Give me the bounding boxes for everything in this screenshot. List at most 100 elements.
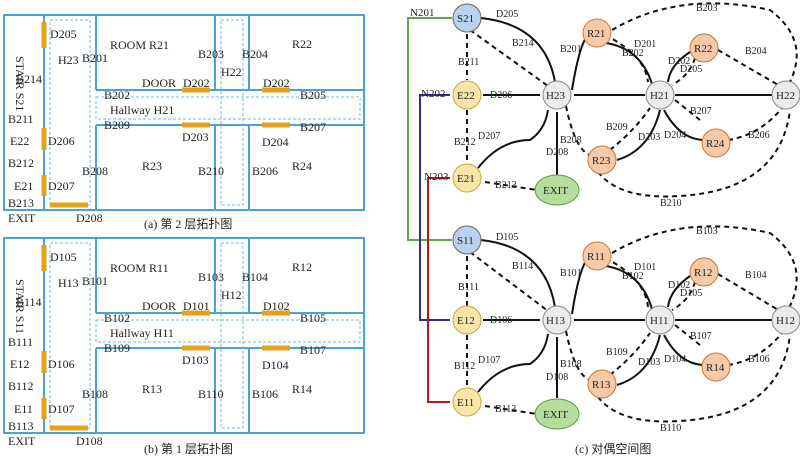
node-h23 <box>542 80 572 110</box>
node-e11 <box>452 387 482 417</box>
label-h22: H22 <box>221 65 242 79</box>
edge-b104 <box>717 273 781 312</box>
edge-b110 <box>597 334 791 423</box>
label-b107: B107 <box>300 343 326 357</box>
node-label-r11: R11 <box>587 251 605 263</box>
label-hallway-h21: Hallway H21 <box>110 103 174 117</box>
edge-label-b206: B206 <box>748 130 770 141</box>
dual-caption: (c) 对偶空间图 <box>575 442 651 456</box>
node-label-h23: H23 <box>546 90 565 102</box>
label-exit: EXIT <box>8 434 36 448</box>
edge-label-d104: D104 <box>664 354 686 365</box>
label-r22: R22 <box>292 37 312 51</box>
edge-label-d106: D106 <box>490 315 512 326</box>
label-h13: H13 <box>58 276 79 290</box>
edge-b114 <box>469 251 549 312</box>
node-label-r21: R21 <box>587 28 605 40</box>
floor2-hallway-h21 <box>95 96 361 120</box>
node-label-s11: S11 <box>457 235 474 247</box>
edge-label-b111: B111 <box>458 282 479 293</box>
edge-d205b <box>671 57 696 86</box>
edge-label-d101: D101 <box>634 262 656 273</box>
edge-label-d204: D204 <box>664 130 686 141</box>
label-e22: E22 <box>10 134 29 148</box>
edge-label-b103: B103 <box>696 226 718 237</box>
label-b208: B208 <box>82 164 108 178</box>
node-label-h21: H21 <box>650 90 669 102</box>
edge-b208 <box>565 105 591 156</box>
edge-label-b107: B107 <box>690 331 712 342</box>
edge-label-b202: B202 <box>622 48 644 59</box>
edge-b214 <box>469 29 549 87</box>
label-b210: B210 <box>198 164 224 178</box>
edge-label-b201: B201 <box>560 44 582 55</box>
label-b111: B111 <box>8 335 33 349</box>
label-d206: D206 <box>48 134 75 148</box>
edge-label-b208: B208 <box>560 135 582 146</box>
floor1-caption: (b) 第 1 层拓扑图 <box>144 442 233 456</box>
edge-label-d203: D203 <box>638 132 660 143</box>
node-s21 <box>452 3 482 33</box>
edge-b202 <box>604 34 649 83</box>
label-b110: B110 <box>198 387 224 401</box>
graph1-nodes: S11 R11 R12 E12 H13 H11 H12 R13 R14 E11 … <box>452 225 800 430</box>
node-e22 <box>452 80 482 110</box>
label-r14: R14 <box>292 382 312 396</box>
label-d102: D102 <box>263 299 290 313</box>
node-label-h13: H13 <box>546 315 565 327</box>
node-label-r12: R12 <box>694 267 712 279</box>
edge-b204 <box>717 49 781 87</box>
n201-connector <box>407 17 452 241</box>
edge-label-b213: B213 <box>495 180 517 191</box>
label-h12: H12 <box>221 288 242 302</box>
edge-label-b210: B210 <box>660 198 682 209</box>
label-b114: B114 <box>16 295 42 309</box>
edge-label-d107: D107 <box>478 355 500 366</box>
edge-label-b113: B113 <box>495 404 516 415</box>
node-exit <box>534 174 580 206</box>
edge-label-b209: B209 <box>606 122 628 133</box>
graph1-edges <box>466 225 798 423</box>
label-d208: D208 <box>76 211 103 225</box>
label-r23: R23 <box>142 159 162 173</box>
label-n203: N203 <box>424 171 449 183</box>
label-e21: E21 <box>14 179 33 193</box>
label-d103: D103 <box>182 353 209 367</box>
label-b203: B203 <box>198 47 224 61</box>
floor2-stair-label: STAIR S21 <box>13 56 27 111</box>
floor2-hallway-h22 <box>220 19 244 206</box>
label-b102: B102 <box>104 311 130 325</box>
edge-label-b114: B114 <box>512 261 533 272</box>
node-label-e11: E11 <box>457 397 474 409</box>
edge-d202 <box>667 51 691 83</box>
edge-label-d105: D105 <box>496 232 518 243</box>
label-b214: B214 <box>16 72 42 86</box>
label-b206: B206 <box>252 164 278 178</box>
floor2-plan: STAIR S21 D205 H23 B214 B201 ROOM R21 B2… <box>3 14 365 231</box>
label-d101: D101 <box>183 299 210 313</box>
label-d105: D105 <box>50 250 77 264</box>
node-e21 <box>452 163 482 193</box>
label-b212: B212 <box>8 156 34 170</box>
edge-label-d108: D108 <box>546 372 568 383</box>
label-b209: B209 <box>104 118 130 132</box>
node-label-r13: R13 <box>592 379 611 391</box>
label-n201: N201 <box>410 7 434 19</box>
node-r22 <box>689 33 719 63</box>
edge-label-d105b: D105 <box>680 288 702 299</box>
label-d202a: D202 <box>183 76 210 90</box>
label-r24: R24 <box>292 159 312 173</box>
edge-d103 <box>616 334 661 386</box>
node-s11 <box>452 225 482 255</box>
node-r12 <box>689 257 719 287</box>
label-d106: D106 <box>48 357 75 371</box>
node-r13 <box>587 369 617 399</box>
node-label-exit: EXIT <box>543 409 568 421</box>
graph2-edges <box>466 2 798 198</box>
label-hallway-h11: Hallway H11 <box>110 326 174 340</box>
node-exit <box>534 398 580 430</box>
label-b104: B104 <box>242 270 268 284</box>
label-door: DOOR <box>142 76 176 90</box>
edge-label-d206: D206 <box>490 90 512 101</box>
floor1-outer-wall <box>3 237 365 434</box>
